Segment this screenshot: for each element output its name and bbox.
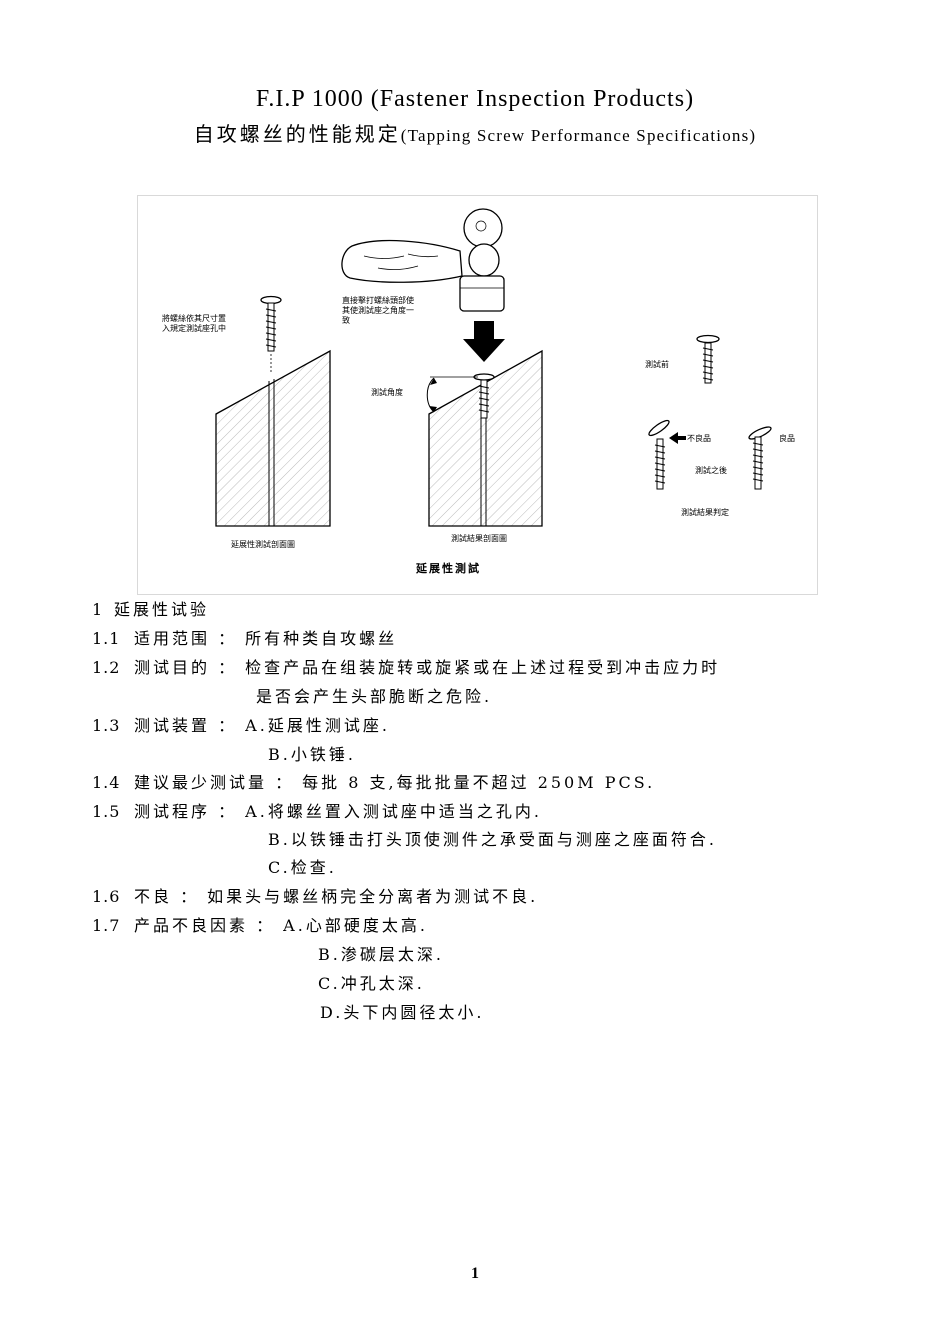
page-number: 1 xyxy=(471,1265,479,1282)
label-before-test: 測試前 xyxy=(645,360,669,369)
section-text: 建议最少测试量 ： 每批 8 支,每批批量不超过 250M PCS. xyxy=(134,773,656,792)
section-1-7-c: C.冲孔太深. xyxy=(318,974,425,994)
section-num: 1.7 xyxy=(92,916,121,935)
label-strike-head: 直接擊打螺絲頭部使 其使測試座之角度一 致 xyxy=(342,296,414,325)
label-good-product: 良品 xyxy=(779,434,795,443)
section-1-2: 1.2 测试目的 ： 检查产品在组装旋转或旋紧或在上述过程受到冲击应力时 xyxy=(92,658,720,678)
section-text: 延展性试验 xyxy=(114,600,210,619)
section-num: 1.4 xyxy=(92,773,121,792)
section-num: 1.3 xyxy=(92,716,121,735)
caption-mid-section: 測試結果剖面圖 xyxy=(451,534,507,543)
section-text: B.渗碳层太深. xyxy=(318,945,444,964)
section-text: 是否会产生头部脆断之危险. xyxy=(256,687,493,706)
section-1-1: 1.1 适用范围 ： 所有种类自攻螺丝 xyxy=(92,629,397,649)
document-title-cn: 自攻螺丝的性能规定(Tapping Screw Performance Spec… xyxy=(0,118,950,147)
label-test-angle: 測試角度 xyxy=(371,388,403,397)
section-1-7-b: B.渗碳层太深. xyxy=(318,945,444,965)
section-text: D.头下内圆径太小. xyxy=(320,1003,485,1022)
section-text: B.以铁锤击打头顶使测件之承受面与测座之座面符合. xyxy=(268,830,717,849)
label-result-judgement: 測試結果判定 xyxy=(681,508,729,517)
section-1-2-cont: 是否会产生头部脆断之危险. xyxy=(256,687,492,707)
section-1: 1 延展性试验 xyxy=(92,600,209,620)
section-num: 1.1 xyxy=(92,629,121,648)
caption-left-section: 延展性測試剖面圖 xyxy=(231,540,295,549)
section-text: 适用范围 ： 所有种类自攻螺丝 xyxy=(134,629,398,648)
section-1-3-b: B.小铁锤. xyxy=(268,745,356,765)
label-bad-product: 不良品 xyxy=(687,434,711,443)
section-1-5-c: C.检查. xyxy=(268,858,337,878)
section-num: 1.2 xyxy=(92,658,121,677)
section-text: 测试程序 ： A.将螺丝置入测试座中适当之孔内. xyxy=(134,802,542,821)
figure-caption-title: 延展性測試 xyxy=(416,562,481,575)
title-cn-text: 自攻螺丝的性能规定 xyxy=(193,122,401,146)
section-text: 产品不良因素 ： A.心部硬度太高. xyxy=(134,916,428,935)
label-insert-screw: 將螺絲依其尺寸置 入規定測試座孔中 xyxy=(162,314,226,333)
section-1-7: 1.7 产品不良因素 ： A.心部硬度太高. xyxy=(92,916,428,936)
document-title-en: F.I.P 1000 (Fastener Inspection Products… xyxy=(255,86,695,112)
title-cn-en-text: (Tapping Screw Performance Specification… xyxy=(400,126,757,145)
section-1-7-d: D.头下内圆径太小. xyxy=(320,1003,484,1023)
section-1-6: 1.6 不良 ： 如果头与螺丝柄完全分离者为测试不良. xyxy=(92,887,538,907)
test-diagram-drawing xyxy=(215,208,772,527)
section-text: B.小铁锤. xyxy=(268,745,356,764)
section-text: 测试目的 ： 检查产品在组装旋转或旋紧或在上述过程受到冲击应力时 xyxy=(134,658,721,677)
section-text: 不良 ： 如果头与螺丝柄完全分离者为测试不良. xyxy=(134,887,539,906)
section-1-5-b: B.以铁锤击打头顶使测件之承受面与测座之座面符合. xyxy=(268,830,717,850)
section-text: C.冲孔太深. xyxy=(318,974,425,993)
section-text: 测试装置 ： A.延展性测试座. xyxy=(134,716,390,735)
ductility-test-figure: 將螺絲依其尺寸置 入規定測試座孔中 直接擊打螺絲頭部使 其使測試座之角度一 致 … xyxy=(137,195,818,595)
section-1-3: 1.3 测试装置 ： A.延展性测试座. xyxy=(92,716,390,736)
section-num: 1.5 xyxy=(92,802,121,821)
label-after-test: 測試之後 xyxy=(695,466,727,475)
section-num: 1 xyxy=(92,600,104,619)
section-text: C.检查. xyxy=(268,858,337,877)
section-num: 1.6 xyxy=(92,887,121,906)
section-1-5: 1.5 测试程序 ： A.将螺丝置入测试座中适当之孔内. xyxy=(92,802,542,822)
section-1-4: 1.4 建议最少测试量 ： 每批 8 支,每批批量不超过 250M PCS. xyxy=(92,773,655,793)
